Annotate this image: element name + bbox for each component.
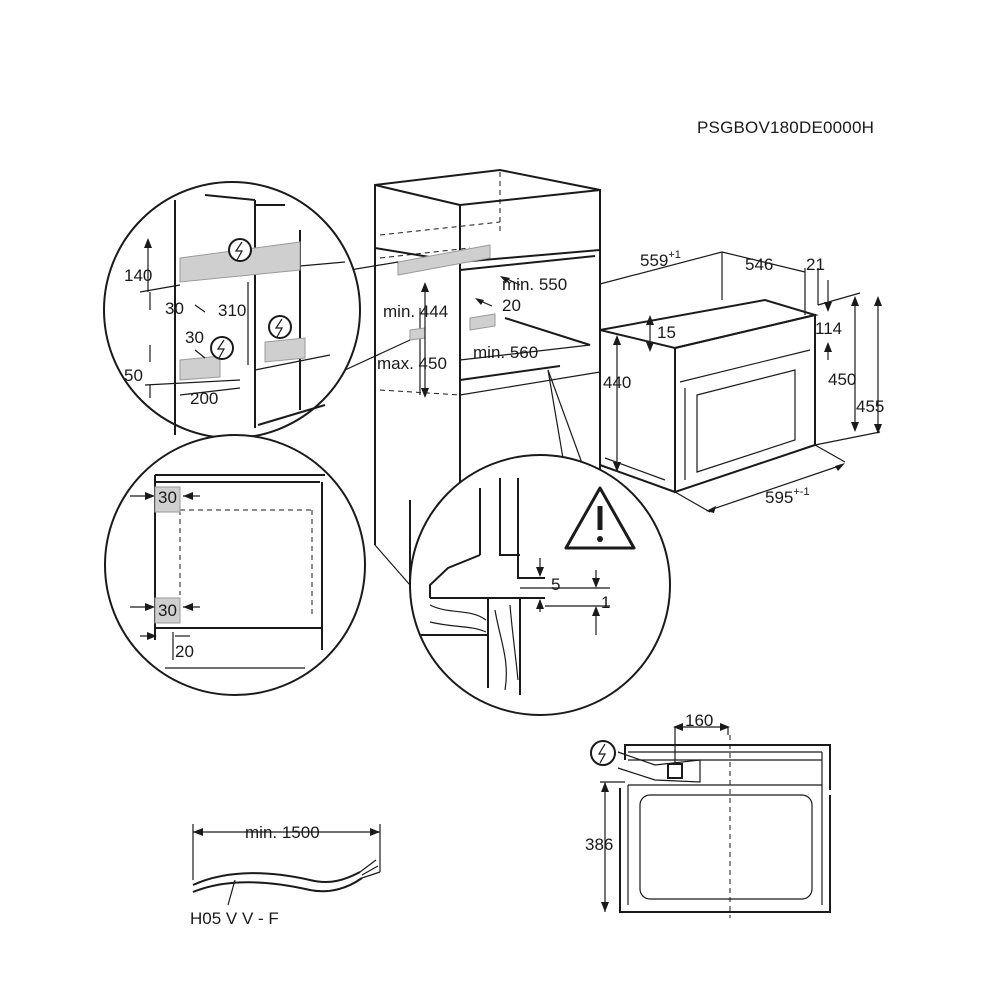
electric-icon: [590, 740, 616, 766]
cabinet-drawing: min. 550 20 min. 444 max. 450 min. 560: [344, 168, 601, 590]
dim-min-444: min. 444: [383, 302, 448, 321]
rear-outline-top: [624, 744, 831, 790]
socket-zone-top: [397, 244, 491, 276]
dim-20-left: 20: [175, 642, 194, 661]
dim-50: 50: [124, 366, 143, 385]
rear-view-drawing: 160 386: [585, 711, 831, 918]
oven-drawing: 559+1 546 21 15 440 114 450 455 595+-1: [599, 249, 884, 513]
dim-30-b: 30: [185, 328, 204, 347]
dim-140: 140: [124, 266, 152, 285]
dim-559: 559+1: [640, 249, 681, 270]
dim-455: 455: [856, 397, 884, 416]
electric-icon: [228, 238, 252, 262]
clearance-zone-bottom: [154, 597, 181, 624]
dim-min-550: min. 550: [502, 275, 567, 294]
dim-114: 114: [815, 319, 842, 338]
dim-546: 546: [745, 255, 773, 274]
dim-310: 310: [218, 301, 246, 320]
clearance-zone-top: [154, 486, 181, 513]
cable-line-1: [192, 871, 361, 886]
dim-440: 440: [603, 373, 631, 392]
dim-160: 160: [685, 711, 713, 730]
cable-drawing: min. 1500 H05 V V - F: [190, 823, 381, 928]
socket-zone-detail-right: [264, 337, 306, 363]
rear-socket: [667, 763, 683, 779]
detail-circle-right-outline: [409, 454, 671, 716]
dim-min-560: min. 560: [473, 343, 538, 362]
detail-circle-gap: 5 1: [409, 454, 671, 716]
dim-386: 386: [585, 835, 613, 854]
rear-panel: [639, 794, 813, 900]
wood-grain-vertical: [494, 604, 519, 691]
oven-window: [696, 369, 796, 473]
dim-595: 595+-1: [765, 486, 810, 507]
socket-zone-left: [409, 327, 426, 341]
cable-type: H05 V V - F: [190, 909, 279, 928]
electric-icon: [210, 336, 234, 360]
dim-20: 20: [502, 296, 521, 315]
warning-icon: [564, 486, 636, 550]
cable-wires: [359, 859, 381, 879]
detail-circle-clearance: 30 30 20: [104, 434, 366, 696]
socket-zone-mid: [469, 313, 496, 331]
dim-15: 15: [657, 323, 676, 342]
detail-circle-electric: 140 30 310 30 50 200: [103, 181, 361, 439]
dim-30-top: 30: [158, 488, 177, 507]
cable-line-2: [192, 877, 363, 893]
cable-length: min. 1500: [245, 823, 320, 842]
model-code: PSGBOV180DE0000H: [697, 118, 874, 137]
dim-1: 1: [601, 593, 610, 612]
electric-icon: [268, 315, 292, 339]
dim-30-a: 30: [165, 299, 184, 318]
wood-grain: [429, 604, 487, 633]
dim-21: 21: [806, 255, 825, 274]
dim-5: 5: [551, 575, 560, 594]
oven-front: [674, 313, 816, 494]
dim-30-bottom: 30: [158, 601, 177, 620]
socket-zone-detail-left: [179, 355, 221, 381]
rear-outline-body: [619, 788, 831, 913]
dim-max-450: max. 450: [377, 354, 447, 373]
dim-200: 200: [190, 389, 218, 408]
dim-450: 450: [828, 370, 856, 389]
